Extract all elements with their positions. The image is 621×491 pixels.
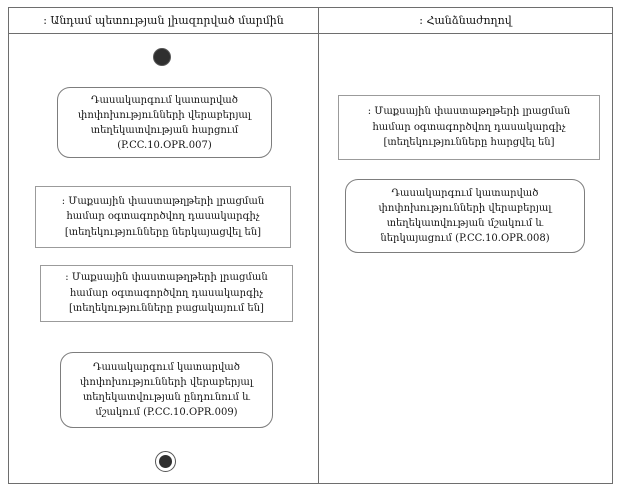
object-classifier-info-submitted: : Մաքսային փաստաթղթերի լրացման համար օգտ… (35, 186, 291, 248)
object-classifier-info-requested: : Մաքսային փաստաթղթերի լրացման համար օգտ… (338, 95, 600, 160)
lane-header-commission: : Հանձնաժողով (319, 8, 612, 33)
object-label: : Մաքսային փաստաթղթերի լրացման համար օգտ… (61, 195, 265, 238)
object-label: : Մաքսային փաստաթղթերի լրացման համար օգտ… (367, 106, 571, 149)
activity-request-classification-change-info: Դասակարգում կատարված փոփոխությունների վե… (57, 87, 272, 158)
initial-node-icon (153, 48, 171, 66)
lane-header-authorized-body: : Անդամ պետության լիազորված մարմին (9, 8, 319, 33)
lane-label: : Հանձնաժողով (419, 14, 512, 27)
lane-label: : Անդամ պետության լիազորված մարմին (43, 14, 284, 27)
swimlane-header-row: : Անդամ պետության լիազորված մարմին : Հան… (9, 8, 612, 34)
activity-process-and-submit-info: Դասակարգում կատարված փոփոխությունների վե… (345, 179, 585, 253)
final-node-icon (155, 451, 176, 472)
object-classifier-info-missing: : Մաքսային փաստաթղթերի լրացման համար օգտ… (40, 265, 293, 322)
activity-label: Դասակարգում կատարված փոփոխությունների վե… (80, 362, 253, 418)
final-node-inner-dot (159, 455, 172, 468)
activity-receive-and-process-info: Դասակարգում կատարված փոփոխությունների վե… (60, 352, 273, 428)
object-label: : Մաքսային փաստաթղթերի լրացման համար օգտ… (65, 272, 268, 315)
activity-label: Դասակարգում կատարված փոփոխությունների վե… (78, 94, 251, 151)
lane-divider (318, 33, 319, 483)
activity-label: Դասակարգում կատարված փոփոխությունների վե… (378, 188, 552, 244)
